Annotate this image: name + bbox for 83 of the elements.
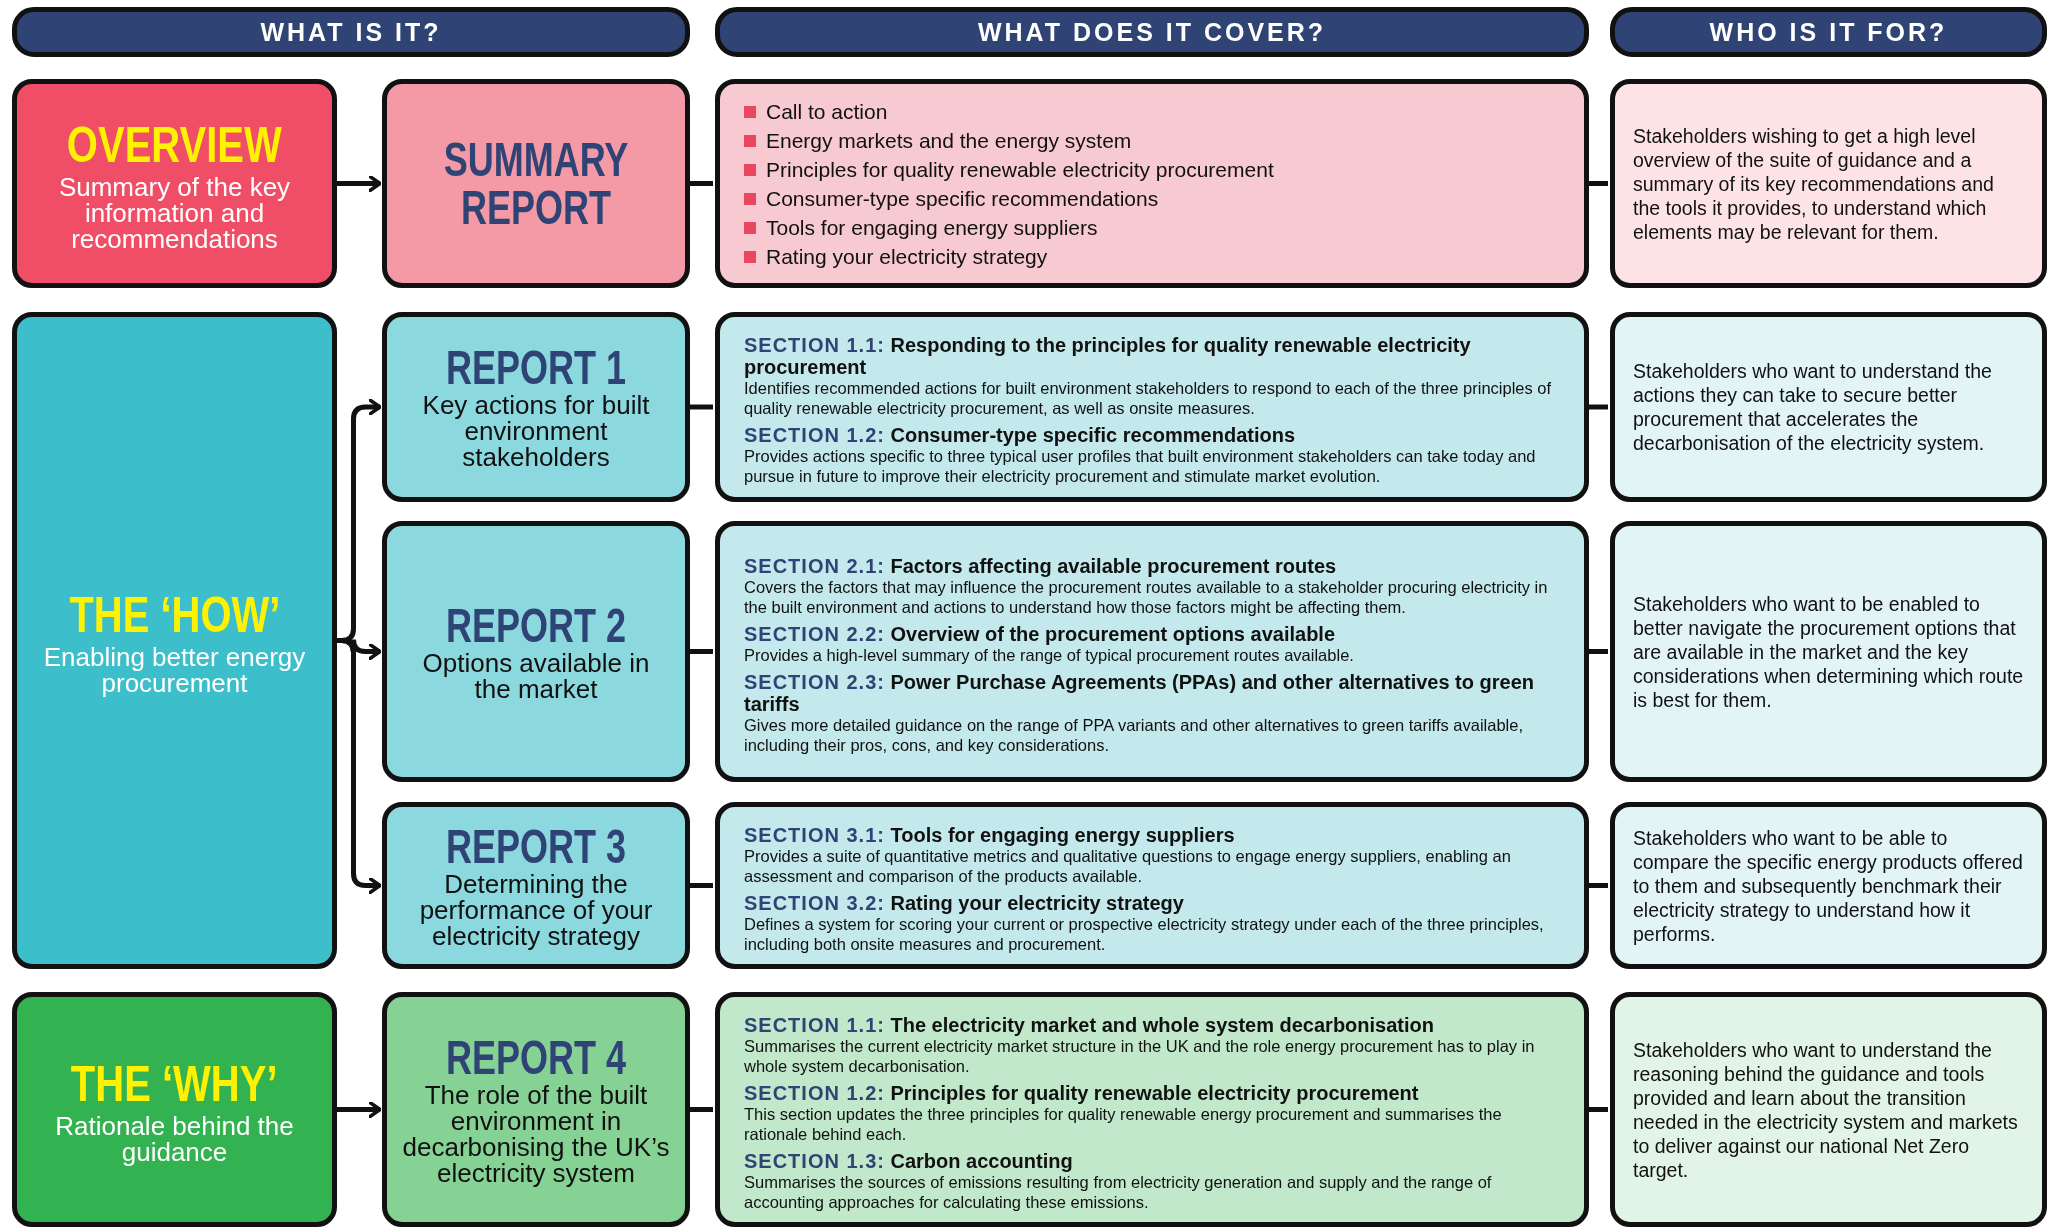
section-description: This section updates the three principles for quality renewable energy procurement and summarises the rationale behind each.	[744, 1104, 1503, 1144]
arrow	[337, 1100, 382, 1119]
category-subtitle: Summary of the key information and recommendations	[58, 171, 291, 254]
report-title: REPORT 1	[445, 344, 626, 392]
category-box	[12, 992, 337, 1227]
audience-text: Stakeholders who want to be able to compare the specific energy products offered to them and subsequently benchmark their electricity strategy to understand how it performs.	[1633, 825, 2024, 946]
bullet-item: Energy markets and the energy system	[744, 125, 1560, 155]
section-description: Provides a suite of quantitative metrics and qualitative questions to engage energy suppliers, enabling an assessment and comparison of the products available.	[744, 846, 1512, 886]
section-heading: SECTION 2.1: Factors affecting available procurement routes	[744, 554, 1338, 577]
category-title: OVERVIEW	[67, 115, 282, 174]
audience-text: Stakeholders who want to be enabled to better navigate the procurement options that are available in the market and the key considerations when determining which route is best for them.	[1633, 591, 2024, 712]
connector-line	[690, 649, 713, 654]
audience-text: Stakeholders wishing to get a high level overview of the suite of guidance and a summary of its key recommendations and the tools it provides, to understand which elements may be relevant for them.	[1633, 123, 1995, 244]
section-heading: SECTION 1.2: Consumer-type specific recommendations	[744, 424, 1297, 446]
category-title: THE ‘WHY’	[71, 1054, 278, 1113]
column-heading: WHAT DOES IT COVER?	[977, 17, 1327, 47]
section-heading: SECTION 1.2: Principles for quality renewable electricity procurement	[744, 1081, 1420, 1104]
content-box	[715, 79, 1589, 288]
category-subtitle: Enabling better energy procurement	[43, 641, 306, 698]
audience-box	[1610, 802, 2047, 969]
connector-line	[1589, 1107, 1608, 1112]
section-description: Gives more detailed guidance on the range of PPA variants and other alternatives to green tariffs available, including their pros, cons, and key considerations.	[744, 714, 1525, 755]
section-description: Summarises the sources of emissions resulting from electricity generation and supply and the range of accounting approaches for calculating these emissions.	[744, 1172, 1493, 1212]
column-header	[715, 7, 1589, 57]
report-subtitle: The role of the built environment in decarbonising the UK’s electricity system	[402, 1079, 670, 1188]
section-description: Defines a system for scoring your current or prospective electricity strategy under each of the three principles, including both onsite measures and procurement.	[744, 914, 1545, 954]
bullet-item: Consumer-type specific recommendations	[744, 183, 1560, 213]
column-header	[1610, 7, 2047, 57]
bullet-item: Rating your electricity strategy	[744, 241, 1560, 271]
section-heading: SECTION 2.2: Overview of the procurement options available	[744, 622, 1337, 645]
report-subtitle: Determining the performance of your electricity strategy	[419, 868, 653, 951]
category-box	[12, 79, 337, 288]
section-heading: SECTION 1.1: Responding to the principles for quality renewable electricity procurement	[744, 334, 1472, 378]
section-heading: SECTION 1.3: Carbon accounting	[744, 1149, 1074, 1172]
report-subtitle: Options available in the market	[422, 647, 650, 704]
audience-text: Stakeholders who want to understand the actions they can take to secure better procurement that accelerates the decarbonisation of the electricity system.	[1633, 359, 1993, 455]
audience-box	[1610, 992, 2047, 1227]
report-title: REPORT 4	[445, 1033, 626, 1082]
section-description: Summarises the current electricity market structure in the UK and the role energy procurement has to play in whole system decarbonisation.	[744, 1036, 1536, 1076]
section-description: Identifies recommended actions for built environment stakeholders to respond to each of the three principles of quality renewable electricity procurement, as well as onsite measures.	[744, 378, 1553, 418]
report-title: SUMMARY REPORT	[442, 135, 630, 232]
content-box	[715, 521, 1589, 782]
report-box	[382, 802, 690, 969]
report-subtitle: Key actions for built environment stakeholders	[422, 390, 650, 472]
column-header	[12, 7, 690, 57]
audience-box	[1610, 79, 2047, 288]
category-box	[12, 312, 337, 969]
report-box	[382, 312, 690, 502]
connector-line	[690, 883, 713, 888]
content-box	[715, 802, 1589, 969]
section-heading: SECTION 3.1: Tools for engaging energy suppliers	[744, 823, 1236, 846]
column-heading: WHAT IS IT?	[260, 17, 442, 47]
connector-line	[690, 181, 713, 186]
section-description: Provides actions specific to three typical user profiles that built environment stakeholders can take today and pursue in future to improve their electricity procurement and stimulate market evolution.	[744, 446, 1537, 486]
connector-line	[1589, 181, 1608, 186]
content-box	[715, 312, 1589, 502]
arrow	[337, 638, 382, 895]
section-heading: SECTION 1.1: The electricity market and whole system decarbonisation	[744, 1013, 1435, 1036]
report-title: REPORT 3	[445, 822, 626, 871]
section-heading: SECTION 2.3: Power Purchase Agreements (PPAs) and other alternatives to green tariffs	[744, 670, 1535, 715]
connector-line	[1589, 649, 1608, 654]
report-box	[382, 79, 690, 288]
content-box	[715, 992, 1589, 1227]
connector-line	[1589, 404, 1608, 410]
category-subtitle: Rationale behind the guidance	[55, 1110, 294, 1167]
bullet-item: Principles for quality renewable electricity procurement	[744, 154, 1560, 184]
bullet-item: Tools for engaging energy suppliers	[744, 212, 1560, 242]
connector-line	[690, 1107, 713, 1112]
report-box	[382, 521, 690, 782]
bullet-item: Call to action	[744, 96, 1560, 126]
category-title: THE ‘HOW’	[68, 585, 281, 644]
report-title: REPORT 2	[445, 601, 626, 650]
connector-line	[690, 404, 713, 410]
section-description: Covers the factors that may influence the procurement routes available to a stakeholder procuring electricity in the built environment and actions to understand how those factors might be affecting them.	[744, 577, 1549, 617]
column-heading: WHO IS IT FOR?	[1709, 17, 1948, 47]
connector-line	[1589, 883, 1608, 888]
audience-text: Stakeholders who want to understand the reasoning behind the guidance and tools provided and learn about the transition needed in the electricity system and markets to deliver against our national Net Zero target.	[1633, 1037, 2019, 1182]
audience-box	[1610, 521, 2047, 782]
audience-box	[1610, 312, 2047, 502]
report-box	[382, 992, 690, 1227]
section-description: Provides a high-level summary of the range of typical procurement routes available.	[744, 645, 1355, 665]
arrow	[337, 174, 382, 193]
section-heading: SECTION 3.2: Rating your electricity strategy	[744, 891, 1185, 914]
